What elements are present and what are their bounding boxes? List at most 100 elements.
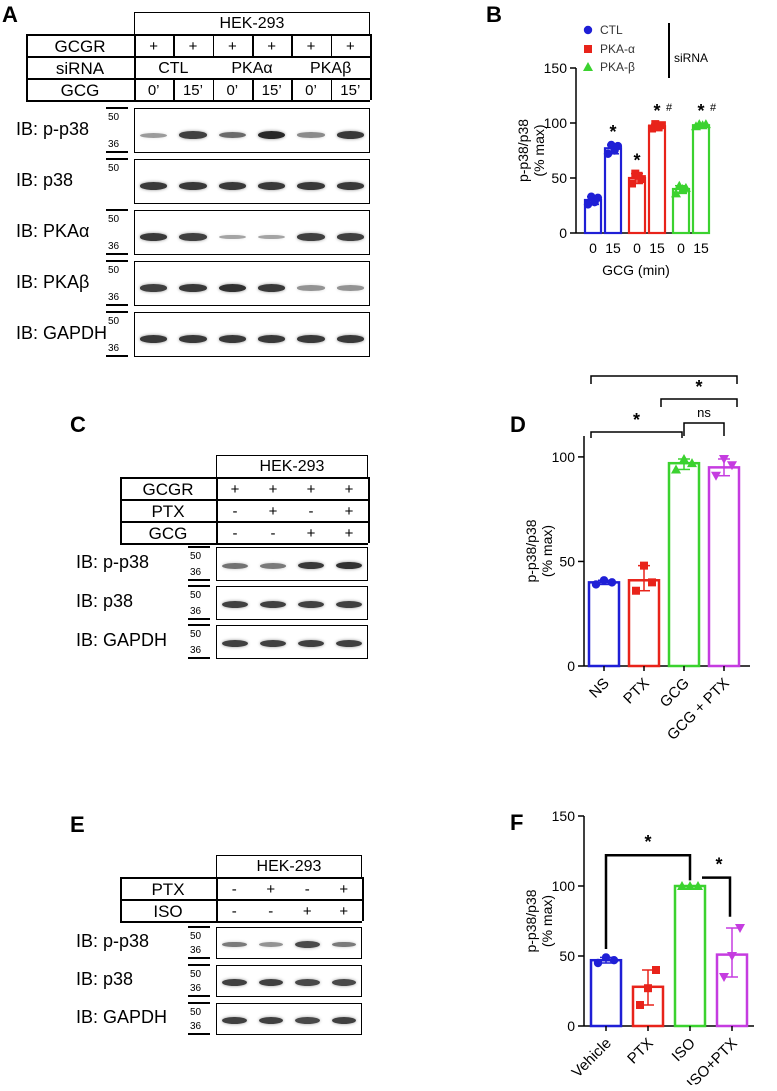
data-point [632,586,640,595]
ib-label: IB: PKAα [16,220,90,241]
table-rule [120,543,368,545]
protein-band [140,233,168,241]
condition-cell: + [344,481,354,498]
condition-cell: + [339,903,349,920]
data-point [671,188,681,198]
protein-band [336,335,364,343]
protein-band [260,640,286,648]
significance-label: * [633,410,640,430]
table-rule [134,78,136,100]
significance-label: * [644,832,651,852]
protein-band [295,941,320,949]
mw-marker-tick [188,957,210,959]
table-rule [370,78,372,100]
data-point [593,193,603,202]
table-rule [216,477,218,499]
y-tick-label: 0 [559,225,567,241]
bar [603,147,623,235]
significance-star: * [609,122,616,142]
protein-band [258,1017,283,1025]
protein-band [218,182,246,190]
panel-letter-d: D [510,412,526,437]
data-point [603,149,613,158]
protein-band [179,182,207,190]
data-point [680,182,691,192]
mw-marker-label: 50 [190,629,202,640]
data-point [584,45,592,53]
table-rule [120,877,122,899]
y-tick-label: 0 [567,1018,575,1034]
table-rule [134,34,136,56]
blot-box [134,312,370,357]
condition-cell: - [231,881,237,898]
y-tick-label: 50 [559,948,575,964]
data-point [671,464,681,474]
y-axis-label: (% max) [539,525,555,577]
data-point [593,958,603,968]
significance-star: * [697,101,704,121]
protein-band [295,1017,320,1025]
data-point [719,455,729,464]
bar [707,466,741,668]
data-point [640,561,648,570]
table-rule [26,78,370,80]
y-tick-label: 150 [544,60,568,76]
ib-label: IB: p38 [76,969,134,989]
table-rule [120,921,362,923]
bar [647,125,667,235]
protein-band [218,284,246,292]
table-rule [330,34,333,56]
data-point [652,966,660,974]
mw-marker-label: 36 [190,567,202,578]
data-point [687,458,697,468]
condition-cell: + [267,38,277,55]
data-point [609,956,619,965]
table-rule [368,499,370,521]
y-tick-label: 50 [551,170,567,186]
condition-cell: + [345,38,355,55]
y-axis-label: p-p38/p38 [523,889,539,952]
ib-label: IB: p-p38 [16,118,90,139]
data-point [648,578,656,587]
protein-band [336,131,364,139]
data-point [727,952,737,961]
condition-cell: 0’ [147,82,160,99]
ib-label: IB: GAPDH [16,322,108,343]
condition-cell: + [344,525,354,542]
protein-band [297,182,325,190]
mw-marker-label: 36 [108,139,120,150]
table-rule [120,477,368,479]
protein-band [258,284,286,292]
condition-cell: + [344,503,354,520]
x-tick-label: Vehicle [569,1035,615,1081]
table-rule [120,499,368,501]
mw-marker-tick [188,624,210,626]
protein-band [222,601,248,609]
x-axis-label: GCG (min) [602,262,670,278]
row-label: GCG [148,524,188,543]
mw-marker-label: 36 [190,606,202,617]
data-point [735,924,745,933]
data-point [644,984,652,993]
data-point [607,578,617,587]
table-rule [370,56,372,78]
condition-cell: + [188,38,198,55]
data-point [591,580,601,589]
protein-band [179,131,207,139]
data-point [583,200,593,209]
mw-marker-label: 50 [190,969,202,980]
row-label: PTX [151,880,185,899]
x-tick-label: 15 [649,240,665,256]
table-rule [368,521,370,543]
cell-line-header: HEK-293 [216,855,362,877]
data-point [657,121,666,130]
data-point [637,175,646,184]
mw-marker-label: 36 [190,1021,202,1032]
protein-band [140,335,168,343]
row-label: ISO [153,902,183,921]
mw-marker-label: 50 [108,265,120,276]
panel-letter-f: F [510,810,524,835]
table-rule [216,877,218,899]
table-rule [120,899,122,921]
